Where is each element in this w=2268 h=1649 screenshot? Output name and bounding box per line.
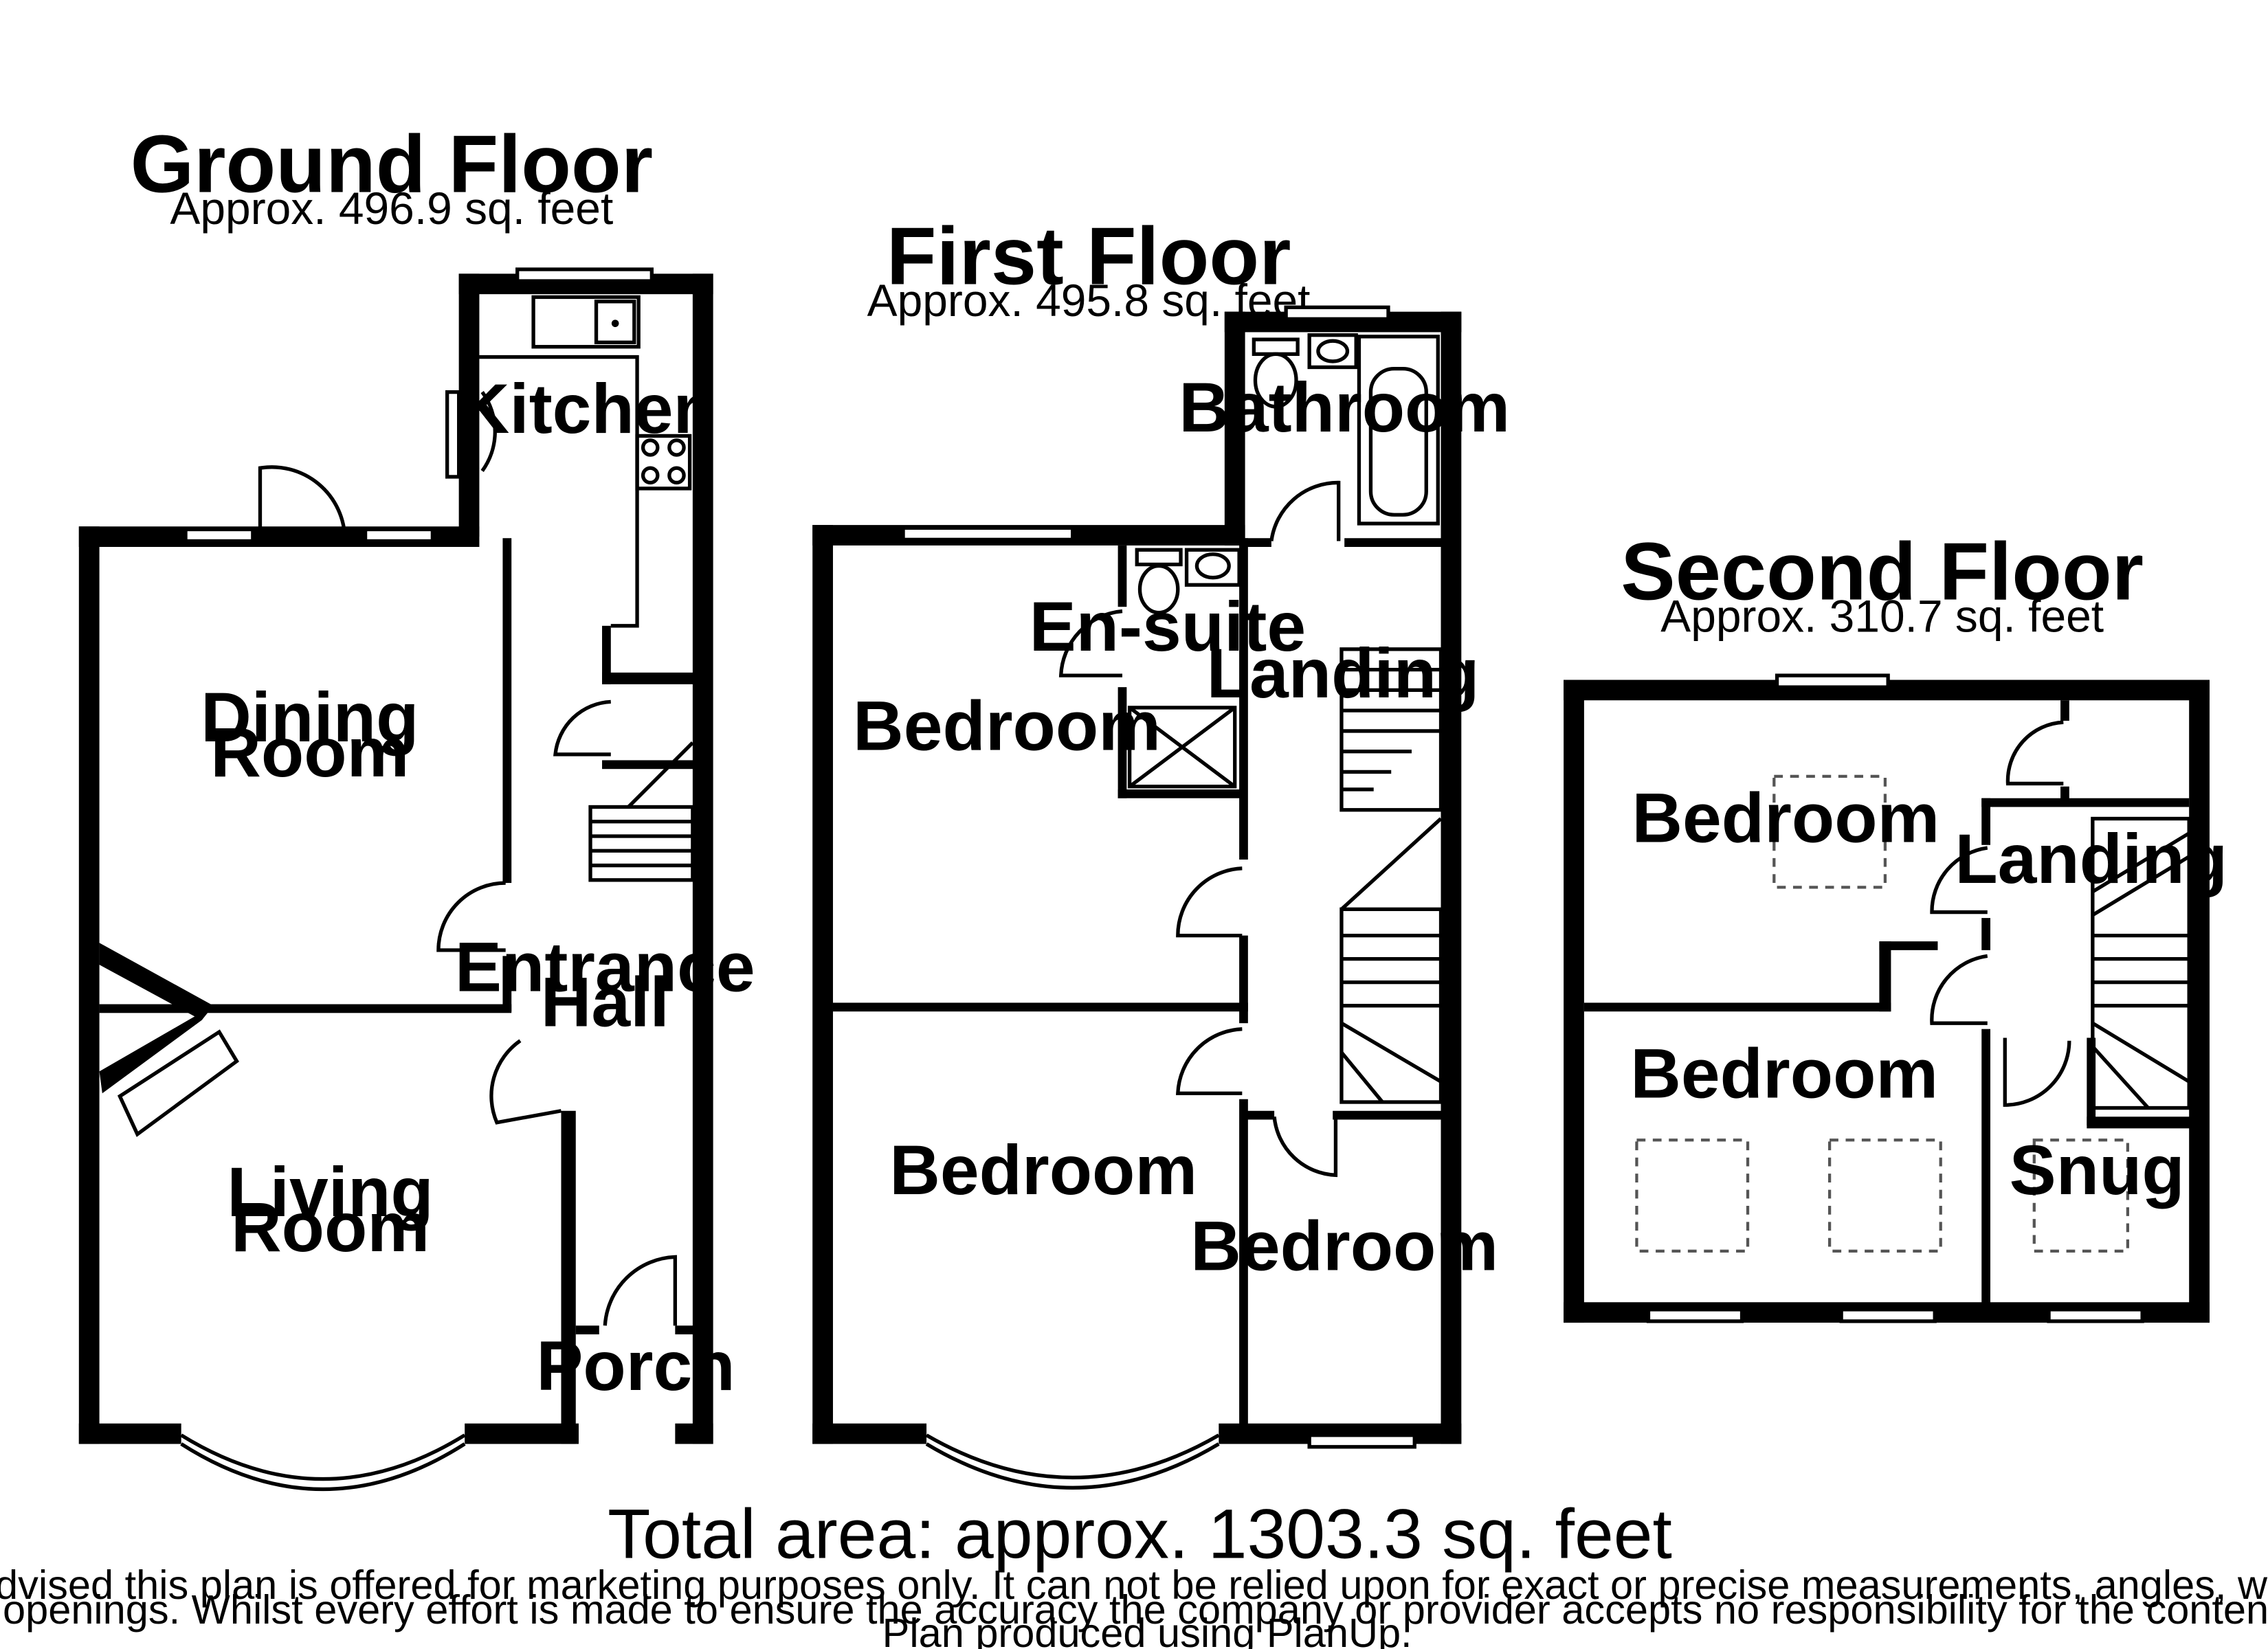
- window-icon: [1839, 1308, 1937, 1323]
- first-floor-fixtures: [901, 305, 1443, 1490]
- second-floor-area: Approx. 310.7 sq. feet: [1660, 590, 2104, 641]
- ground-floor-title: Ground Floor: [131, 118, 654, 210]
- rooflight-icon: [1635, 774, 2130, 1253]
- first-stairs-lower: [1339, 817, 1443, 1104]
- room-label-bedroom: Bedroom: [1632, 779, 1939, 857]
- basin-icon: [1184, 333, 1358, 587]
- second-floor: Second Floor Approx. 310.7 sq. feet: [1564, 526, 2227, 1323]
- room-label-dining-room: Room: [210, 713, 409, 792]
- footer: Total area: approx. 1303.3 sq. feet Plea…: [0, 1494, 2268, 1649]
- bath-icon: [1357, 335, 1440, 526]
- first-stairs-upper: [1339, 647, 1443, 812]
- second-floor-walls: [1564, 680, 2210, 1323]
- room-label-bedroom: Bedroom: [853, 687, 1161, 765]
- window-icon: [445, 390, 461, 479]
- door-icon: [1058, 480, 1341, 1178]
- room-label-landing: Landing: [1955, 820, 2227, 898]
- disclaimer-line: Please be advised this plan is offered f…: [0, 1562, 2268, 1608]
- window-icon: [1775, 673, 1890, 689]
- window-icon: [184, 527, 255, 543]
- room-label-bedroom: Bedroom: [1630, 1035, 1938, 1113]
- first-floor-labels: Bathroom En-suite Landing Bedroom Bedroo…: [853, 368, 1510, 1285]
- ground-floor-fixtures: [117, 267, 695, 1492]
- room-label-bedroom: Bedroom: [1190, 1207, 1498, 1286]
- room-label-porch: Porch: [536, 1327, 735, 1405]
- second-floor-title: Second Floor: [1621, 526, 2144, 618]
- second-floor-labels: Bedroom Landing Bedroom Snug: [1630, 779, 2227, 1209]
- ground-floor-area: Approx. 496.9 sq. feet: [170, 183, 613, 234]
- window-icon: [1307, 1433, 1416, 1449]
- toilet-icon: [1135, 337, 1300, 615]
- total-area: Total area: approx. 1303.3 sq. feet: [608, 1494, 1672, 1573]
- second-stairs: [2091, 816, 2191, 1110]
- window-icon: [515, 267, 654, 283]
- shower-icon: [1127, 706, 1237, 789]
- ground-floor: Ground Floor Approx. 496.9 sq. feet: [78, 118, 755, 1492]
- room-label-bathroom: Bathroom: [1179, 368, 1510, 447]
- window-icon: [363, 527, 435, 543]
- second-floor-fixtures: [1635, 673, 2191, 1323]
- ground-stairs: [588, 741, 695, 882]
- room-label-living-room: Room: [231, 1188, 430, 1266]
- hob-icon: [635, 434, 692, 491]
- ground-floor-walls: [78, 273, 713, 1444]
- room-label-living-room: Living: [227, 1153, 433, 1231]
- room-label-dining-room: Dining: [201, 678, 419, 756]
- window-icon: [901, 526, 1075, 542]
- room-label-landing: Landing: [1207, 634, 1480, 713]
- door-icon: [258, 391, 678, 1326]
- window-icon: [1646, 1308, 1744, 1323]
- first-floor: First Floor Approx. 495.8 sq. feet: [812, 210, 1510, 1490]
- room-label-kitchen: Kitchen: [459, 370, 716, 448]
- door-icon: [1930, 720, 2071, 1107]
- room-label-en-suite: En-suite: [1030, 587, 1307, 666]
- window-icon: [2047, 1308, 2144, 1323]
- room-label-entrance-hall: Entrance: [455, 928, 755, 1006]
- first-floor-title: First Floor: [887, 210, 1291, 302]
- disclaimer-line: Plan produced using PlanUp.: [882, 1610, 1412, 1649]
- room-label-bedroom: Bedroom: [889, 1131, 1197, 1209]
- window-icon: [1284, 305, 1390, 321]
- room-label-snug: Snug: [2010, 1131, 2185, 1209]
- disclaimer-line: openings. Whilst every effort is made to…: [3, 1586, 2268, 1633]
- sink-icon: [594, 300, 636, 344]
- room-label-entrance-hall: Hall: [541, 963, 669, 1041]
- ground-floor-labels: Kitchen Dining Room Entrance Hall Living…: [201, 370, 755, 1405]
